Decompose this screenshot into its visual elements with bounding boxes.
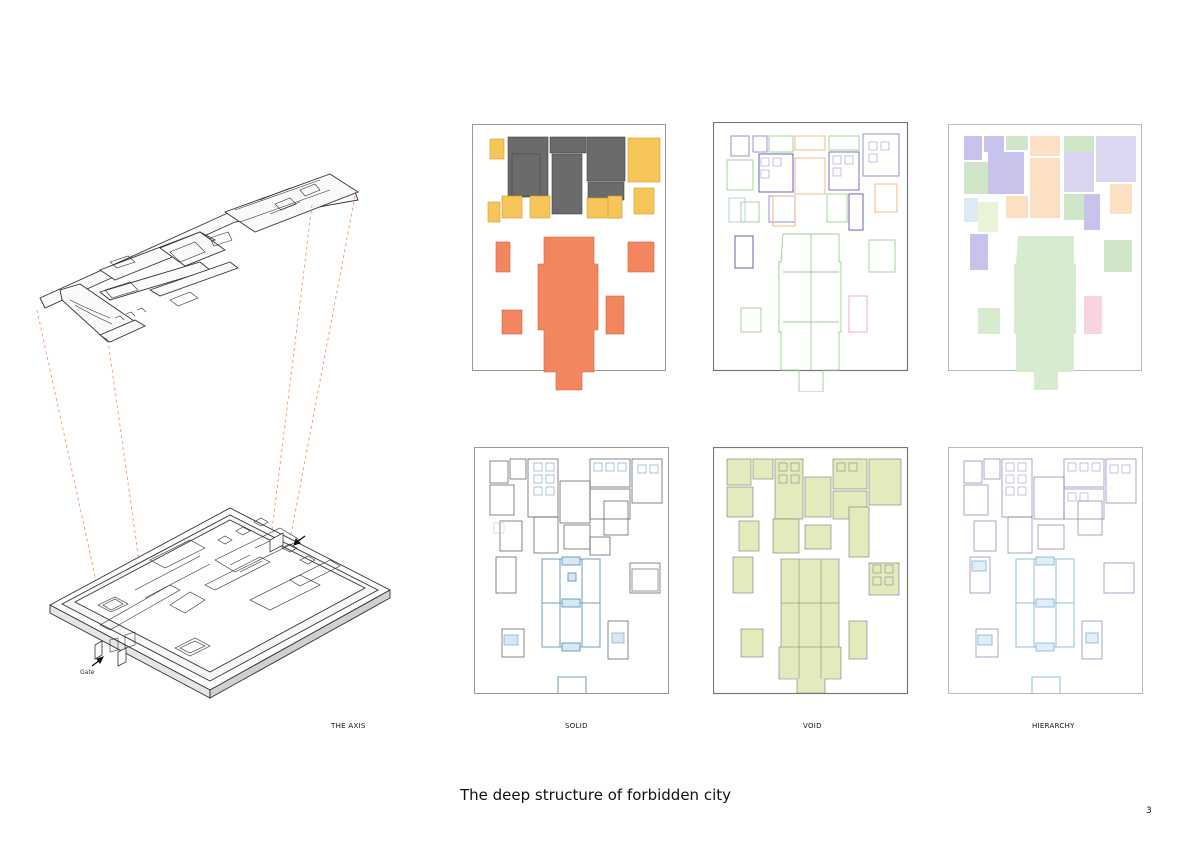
gate-label: Gate — [80, 669, 95, 676]
panel-color-fill-plan — [948, 124, 1142, 390]
panel-void — [713, 447, 909, 695]
panel-solid — [474, 447, 669, 694]
label-hierarchy: HIERARCHY — [1032, 722, 1075, 730]
panel-hierarchy — [948, 447, 1143, 694]
page-number: 3 — [1146, 806, 1152, 816]
page-title: The deep structure of forbidden city — [459, 786, 732, 804]
gate-arrow-icon — [91, 656, 104, 667]
isometric-axonometric-drawing — [36, 173, 391, 699]
city-base-block — [49, 507, 391, 699]
upper-axis-layer — [39, 173, 359, 343]
panel-solid-fill-plan — [472, 124, 666, 391]
label-void: VOID — [803, 722, 822, 730]
axis-label: THE AXIS — [331, 722, 366, 730]
panel-colored-outline-plan — [713, 122, 909, 392]
entry-arrow-icon — [293, 535, 306, 546]
label-solid: SOLID — [565, 722, 588, 730]
